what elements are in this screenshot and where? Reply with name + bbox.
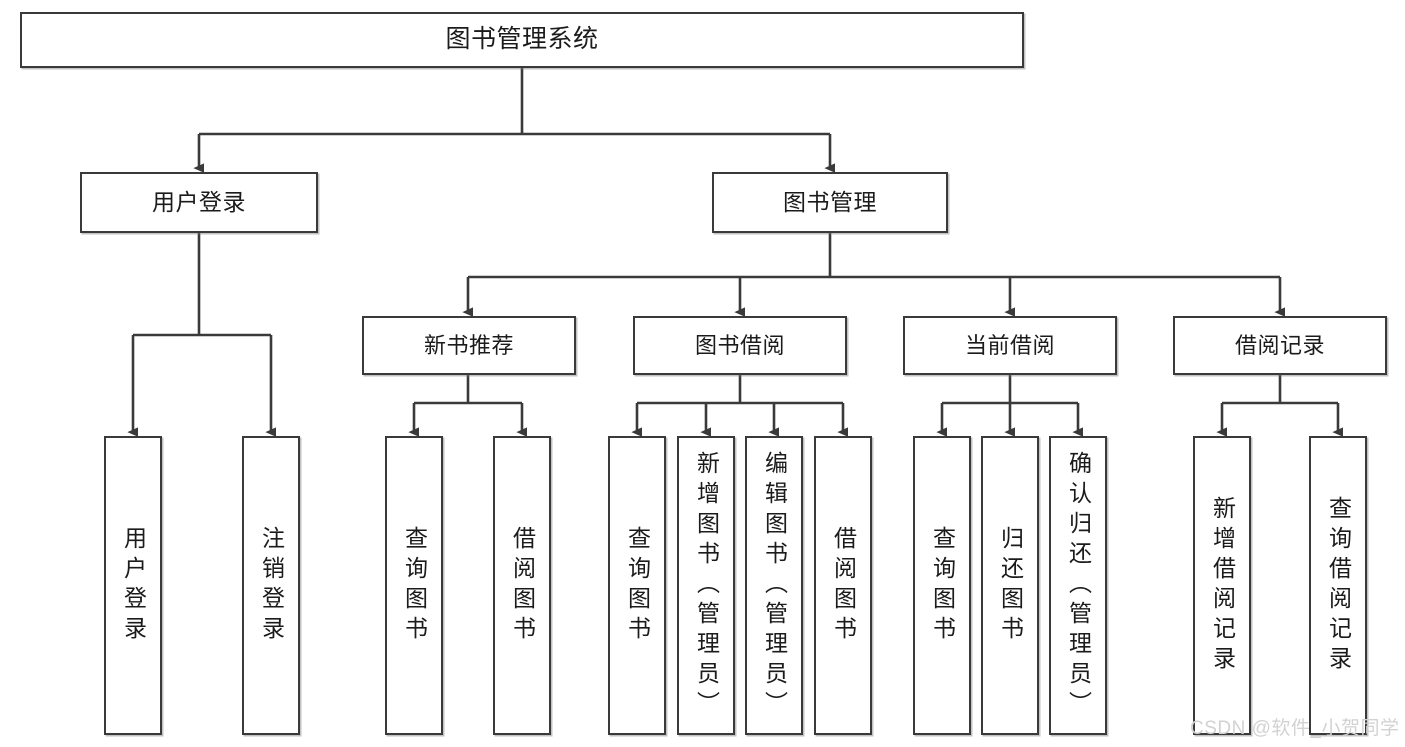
leaf-query-book-recommend[interactable]: 查询图书 — [385, 436, 443, 735]
node-current-borrow-label: 当前借阅 — [964, 332, 1055, 358]
node-new-book-recommend[interactable]: 新书推荐 — [362, 316, 576, 375]
node-new-book-recommend-label: 新书推荐 — [423, 332, 514, 358]
leaf-query-book-borrow-label: 查询图书 — [624, 525, 651, 646]
leaf-add-borrow-record-label: 新增借阅记录 — [1209, 495, 1236, 676]
node-book-management-label: 图书管理 — [783, 188, 877, 215]
node-borrow-records-label: 借阅记录 — [1234, 332, 1325, 358]
leaf-query-book-borrow[interactable]: 查询图书 — [608, 436, 666, 735]
node-user-login[interactable]: 用户登录 — [80, 172, 318, 233]
leaf-user-login-label: 用户登录 — [120, 525, 147, 646]
node-book-management[interactable]: 图书管理 — [712, 172, 948, 233]
node-user-login-label: 用户登录 — [152, 188, 246, 215]
leaf-add-borrow-record[interactable]: 新增借阅记录 — [1193, 436, 1251, 735]
node-current-borrow[interactable]: 当前借阅 — [903, 316, 1117, 375]
leaf-borrow-book-recommend[interactable]: 借阅图书 — [493, 436, 551, 735]
leaf-return-book-label: 归还图书 — [997, 525, 1024, 646]
leaf-add-book-admin[interactable]: 新增图书（管理员） — [677, 436, 735, 735]
leaf-query-borrow-record[interactable]: 查询借阅记录 — [1309, 436, 1367, 735]
leaf-edit-book-admin[interactable]: 编辑图书（管理员） — [745, 436, 803, 735]
leaf-add-book-admin-label: 新增图书（管理员） — [693, 450, 720, 721]
leaf-query-book-recommend-label: 查询图书 — [401, 525, 428, 646]
leaf-user-logout[interactable]: 注销登录 — [242, 436, 300, 735]
node-root-label: 图书管理系统 — [445, 25, 599, 54]
node-borrow-records[interactable]: 借阅记录 — [1173, 316, 1387, 375]
leaf-return-book[interactable]: 归还图书 — [981, 436, 1039, 735]
leaf-user-login[interactable]: 用户登录 — [104, 436, 162, 735]
node-book-borrow[interactable]: 图书借阅 — [633, 316, 847, 375]
leaf-query-book-current[interactable]: 查询图书 — [913, 436, 971, 735]
node-book-borrow-label: 图书借阅 — [694, 332, 785, 358]
leaf-query-borrow-record-label: 查询借阅记录 — [1325, 495, 1352, 676]
leaf-user-logout-label: 注销登录 — [258, 525, 285, 646]
leaf-borrow-book[interactable]: 借阅图书 — [814, 436, 872, 735]
leaf-edit-book-admin-label: 编辑图书（管理员） — [761, 450, 788, 721]
leaf-borrow-book-recommend-label: 借阅图书 — [509, 525, 536, 646]
csdn-watermark: CSDN @软件_小贺同学 — [1190, 718, 1400, 739]
leaf-query-book-current-label: 查询图书 — [929, 525, 956, 646]
leaf-confirm-return-admin-label: 确认归还（管理员） — [1065, 450, 1092, 721]
leaf-confirm-return-admin[interactable]: 确认归还（管理员） — [1049, 436, 1107, 735]
leaf-borrow-book-label: 借阅图书 — [830, 525, 857, 646]
node-root[interactable]: 图书管理系统 — [20, 12, 1024, 68]
